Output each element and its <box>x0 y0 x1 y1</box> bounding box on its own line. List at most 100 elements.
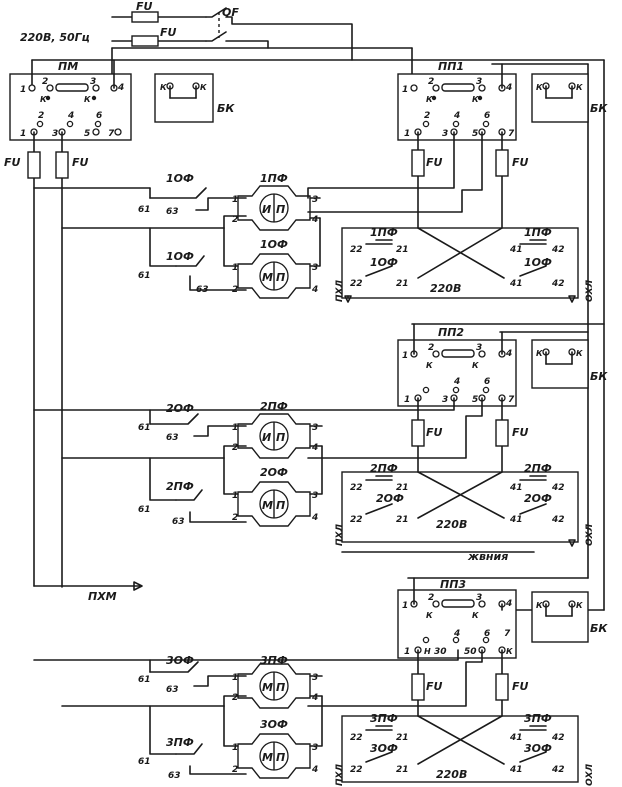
svg-text:6: 6 <box>96 111 102 121</box>
svg-text:2ПФ: 2ПФ <box>260 400 288 413</box>
svg-text:1: 1 <box>402 601 408 611</box>
svg-text:П: П <box>276 203 285 216</box>
svg-text:22: 22 <box>350 515 363 525</box>
svg-text:1ПФ: 1ПФ <box>260 172 288 185</box>
svg-text:К: К <box>426 95 433 104</box>
svg-text:41: 41 <box>509 515 523 525</box>
svg-text:3: 3 <box>476 593 482 603</box>
svg-text:П: П <box>276 431 285 444</box>
svg-text:22: 22 <box>350 483 363 493</box>
svg-text:1: 1 <box>20 85 26 95</box>
svg-text:К: К <box>536 83 543 92</box>
svg-text:FU: FU <box>72 156 89 169</box>
reverser-3-frame <box>341 715 579 783</box>
svg-text:2: 2 <box>38 111 44 121</box>
svg-text:4: 4 <box>505 599 512 609</box>
svg-text:3ПФ: 3ПФ <box>260 654 288 667</box>
svg-text:7: 7 <box>508 129 515 139</box>
pp1-fuse-left <box>411 149 425 177</box>
svg-text:3ОФ: 3ОФ <box>166 654 194 667</box>
svg-text:4: 4 <box>311 693 318 703</box>
svg-text:И: И <box>262 203 271 216</box>
group-1: 1ОФ 61 63 1ПФ И П 1 2 3 4 1ОФ 61 63 1ОФ … <box>33 172 595 303</box>
svg-text:К: К <box>84 95 91 104</box>
svg-text:2: 2 <box>232 765 238 775</box>
group-3: 3ОФ 61 63 3ПФ М П 1 2 3 4 3ПФ 61 63 3ОФ … <box>61 654 595 786</box>
svg-text:2: 2 <box>428 77 434 87</box>
svg-text:1: 1 <box>232 263 238 273</box>
pm-bk-label: БК <box>217 102 235 115</box>
svg-text:М: М <box>262 271 273 284</box>
svg-text:FU: FU <box>4 156 21 169</box>
pp2-fuse-left <box>411 419 425 447</box>
svg-text:220В: 220В <box>436 518 467 531</box>
svg-text:1: 1 <box>20 129 26 139</box>
svg-text:3: 3 <box>312 673 318 683</box>
svg-text:3: 3 <box>442 129 448 139</box>
svg-text:3ПФ: 3ПФ <box>166 736 194 749</box>
svg-text:М: М <box>262 681 273 694</box>
svg-text:3ОФ: 3ОФ <box>370 742 398 755</box>
svg-text:50: 50 <box>464 647 477 657</box>
svg-text:4: 4 <box>311 285 318 295</box>
pp2-title: ПП2 <box>438 326 464 339</box>
svg-text:4: 4 <box>311 513 318 523</box>
svg-text:2ОФ: 2ОФ <box>260 466 288 479</box>
svg-text:7: 7 <box>508 395 515 405</box>
svg-text:61: 61 <box>138 423 151 433</box>
svg-text:2ПФ: 2ПФ <box>524 462 552 475</box>
svg-text:21: 21 <box>396 279 409 289</box>
svg-text:41: 41 <box>509 765 523 775</box>
svg-text:1: 1 <box>232 743 238 753</box>
svg-text:1: 1 <box>232 195 238 205</box>
svg-text:3: 3 <box>90 77 96 87</box>
svg-text:220В: 220В <box>436 768 467 781</box>
svg-text:2: 2 <box>232 285 238 295</box>
svg-text:1ПФ: 1ПФ <box>370 226 398 239</box>
pp3-title: ПП3 <box>440 578 466 591</box>
power-supply: 220В, 50Гц FU FU QF <box>20 0 605 611</box>
pp3-block: ПП3 БК 1 2 3 4 К К 4 6 7 1 Н 30 50 К К К <box>33 577 608 717</box>
svg-text:К: К <box>472 361 479 370</box>
svg-text:1: 1 <box>402 85 408 95</box>
svg-text:42: 42 <box>551 483 565 493</box>
svg-text:3: 3 <box>312 491 318 501</box>
supply-voltage-label: 220В, 50Гц <box>20 31 90 44</box>
svg-text:22: 22 <box>350 765 363 775</box>
svg-text:4: 4 <box>117 83 124 93</box>
pm-block: ПМ БК 1 2 3 4 К К 2 4 6 1 3 5 7 К К <box>4 59 235 588</box>
svg-text:2ПФ: 2ПФ <box>166 480 194 493</box>
svg-text:63: 63 <box>166 433 179 443</box>
svg-text:4: 4 <box>453 629 460 639</box>
pp2-block: ПП2 БК 1 2 3 4 К К 4 6 1 3 5 7 К К <box>33 323 608 473</box>
svg-text:3: 3 <box>312 423 318 433</box>
svg-text:Н: Н <box>424 647 431 656</box>
svg-text:1ОФ: 1ОФ <box>166 172 194 185</box>
svg-text:63: 63 <box>166 685 179 695</box>
svg-text:М: М <box>262 751 273 764</box>
svg-text:22: 22 <box>350 733 363 743</box>
svg-text:FU: FU <box>426 680 443 693</box>
svg-text:П: П <box>276 681 285 694</box>
pp1-fuse-right <box>495 149 509 177</box>
svg-text:К: К <box>426 611 433 620</box>
svg-text:41: 41 <box>509 245 523 255</box>
svg-text:6: 6 <box>484 111 490 121</box>
svg-text:4: 4 <box>505 83 512 93</box>
svg-text:К: К <box>536 601 543 610</box>
svg-text:1ОФ: 1ОФ <box>260 238 288 251</box>
svg-text:61: 61 <box>138 271 151 281</box>
svg-text:К: К <box>472 611 479 620</box>
svg-text:2ОФ: 2ОФ <box>376 492 404 505</box>
svg-text:21: 21 <box>396 515 409 525</box>
reverser-1-frame <box>341 227 579 299</box>
svg-text:21: 21 <box>396 483 409 493</box>
reverser-2-frame <box>341 471 579 543</box>
svg-text:М: М <box>262 499 273 512</box>
pxm-bus: ПХМ жвния <box>33 550 535 603</box>
svg-text:К: К <box>40 95 47 104</box>
svg-text:7: 7 <box>504 629 511 639</box>
svg-text:1ОФ: 1ОФ <box>370 256 398 269</box>
svg-text:2: 2 <box>42 77 48 87</box>
svg-text:42: 42 <box>551 733 565 743</box>
